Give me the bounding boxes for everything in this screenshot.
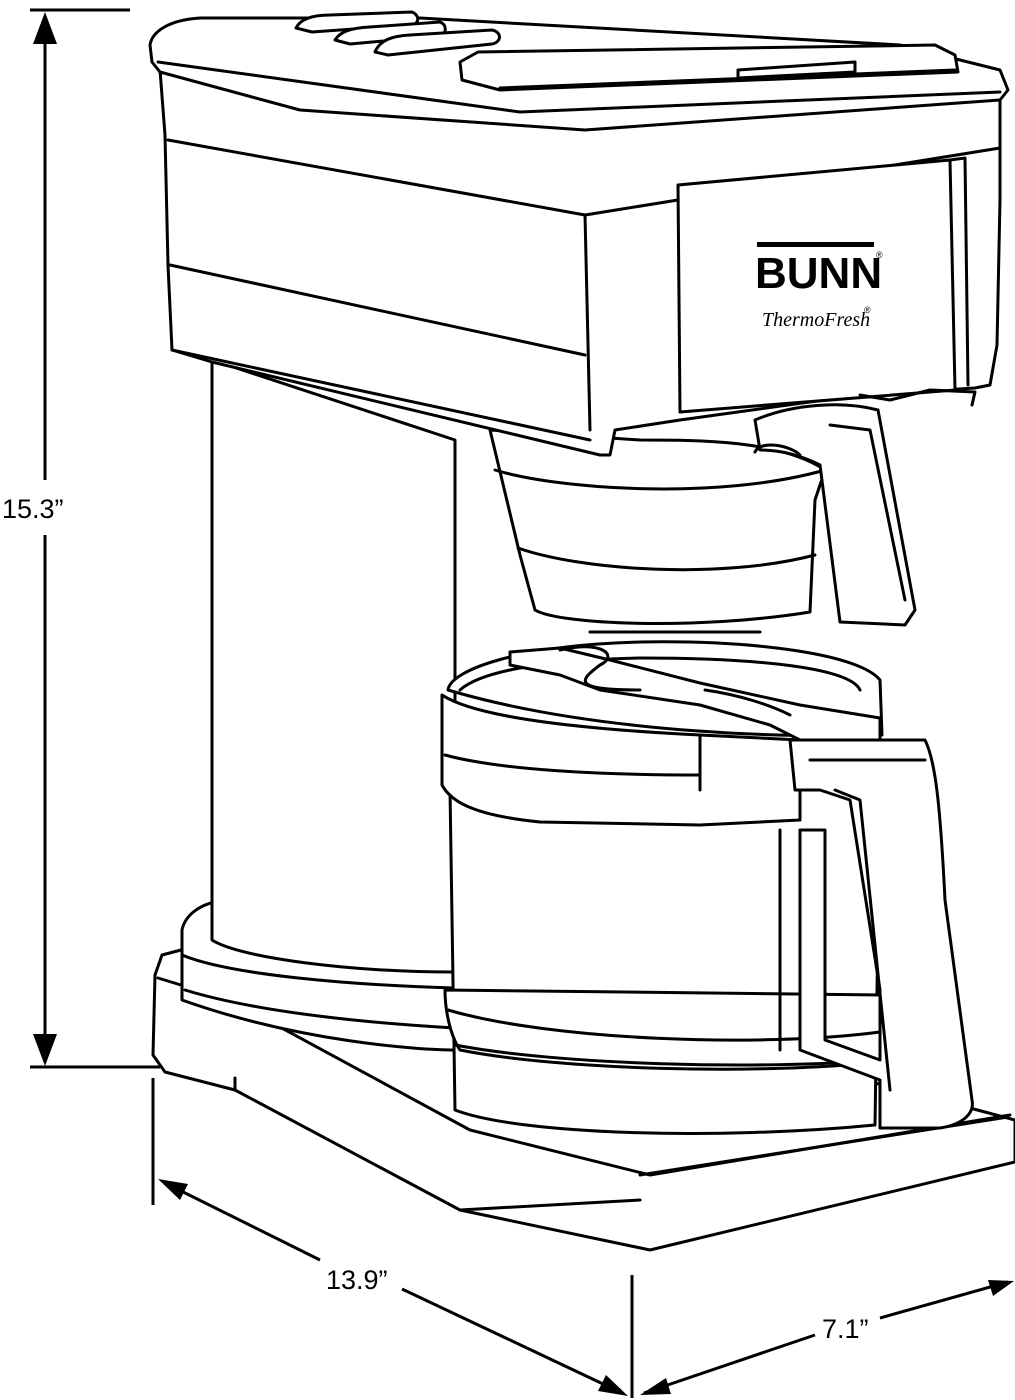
- depth-line-left: [643, 1333, 816, 1395]
- brand-logo: BUNN ® ThermoFresh ®: [755, 242, 883, 331]
- brand-reg-mark: ®: [876, 250, 883, 260]
- product-name: ThermoFresh: [762, 309, 870, 331]
- product-reg-mark: ®: [864, 305, 871, 315]
- width-line-left: [164, 1181, 321, 1262]
- height-arrow-up-icon: [33, 12, 57, 44]
- height-dimension: 15.3”: [2, 8, 160, 1069]
- height-label: 15.3”: [2, 494, 64, 524]
- height-arrow-down-icon: [33, 1034, 57, 1066]
- depth-line-right: [879, 1280, 1009, 1320]
- width-arrow-left-icon: [158, 1179, 188, 1200]
- width-arrow-right-icon: [598, 1375, 628, 1396]
- depth-arrow-left-icon: [640, 1378, 671, 1395]
- machine-head: [148, 10, 1010, 457]
- vent-3: [373, 28, 501, 57]
- width-line-right: [401, 1287, 621, 1394]
- thermal-carafe: [440, 640, 974, 1135]
- tower-column: [180, 358, 457, 1052]
- depth-dimension: 7.1”: [640, 1280, 1014, 1395]
- brew-funnel: [488, 403, 917, 634]
- width-label: 13.9”: [326, 1265, 388, 1295]
- depth-label: 7.1”: [822, 1314, 869, 1344]
- brand-name: BUNN: [755, 249, 882, 298]
- logo-bar: [757, 242, 874, 247]
- depth-arrow-right-icon: [988, 1280, 1014, 1296]
- width-dimension: 13.9”: [151, 1078, 634, 1398]
